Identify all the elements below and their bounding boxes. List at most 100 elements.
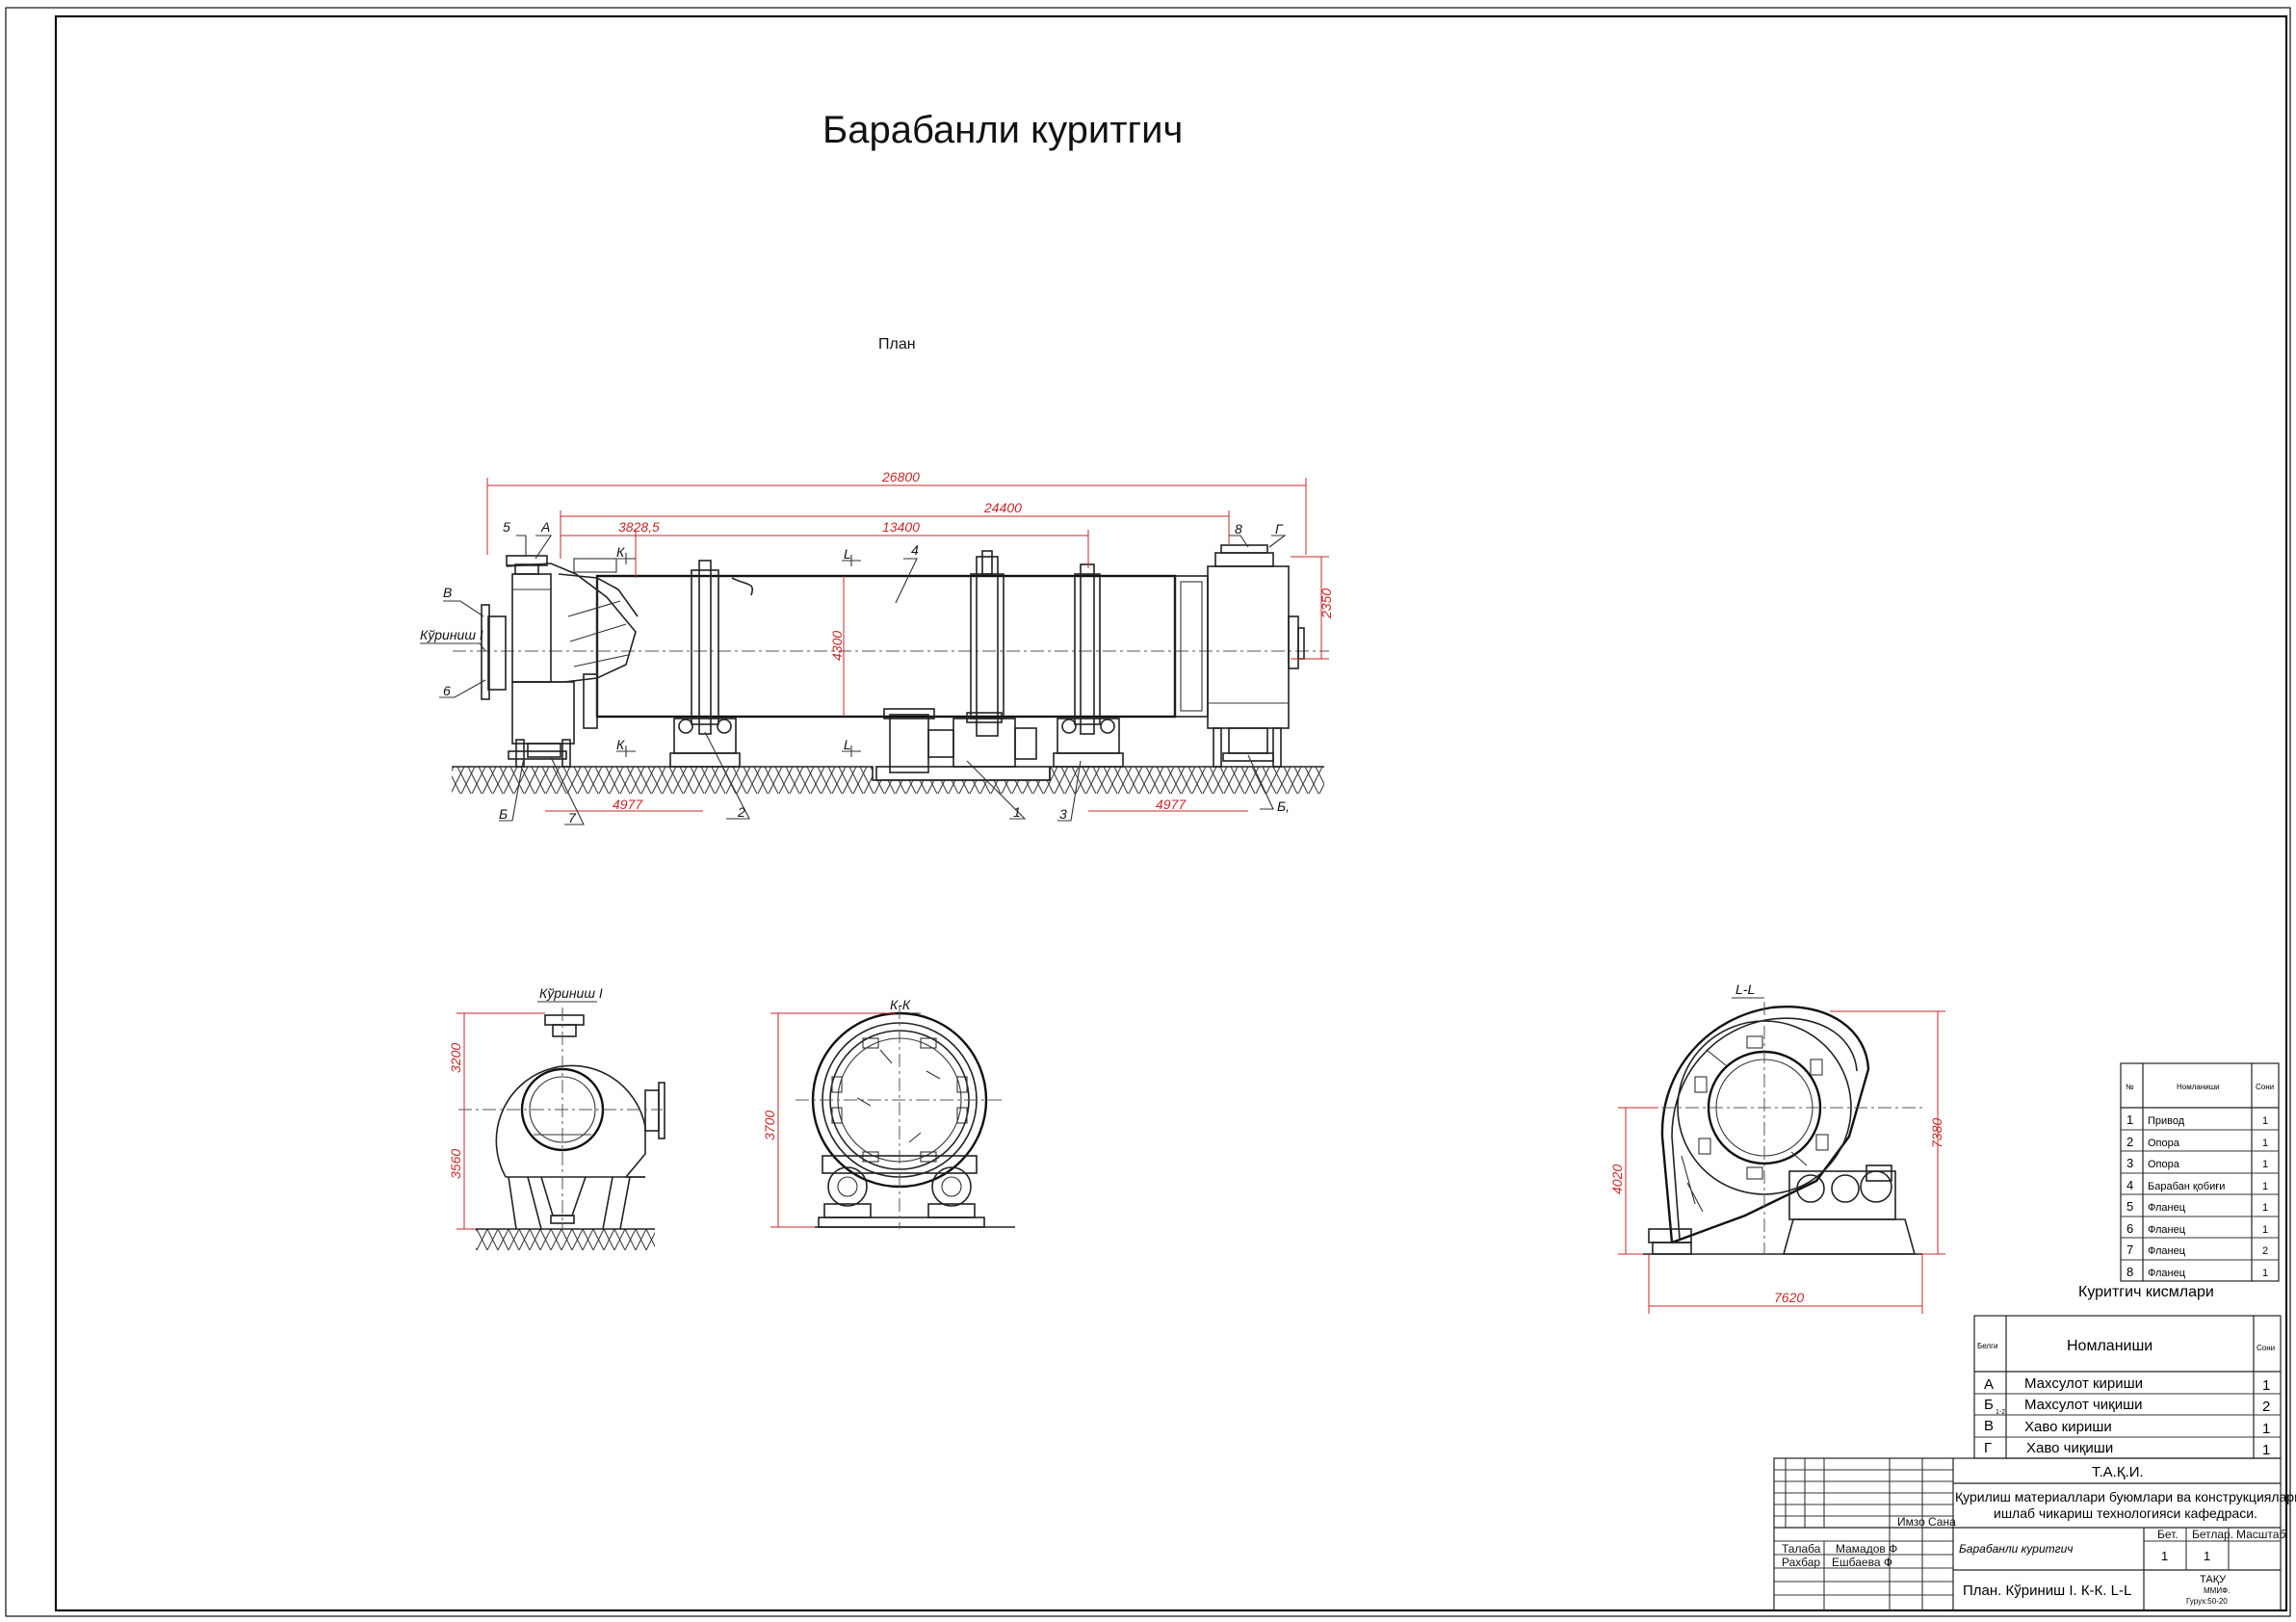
parts-row-4-name: Барабан қобиғи [2148, 1181, 2225, 1192]
section-kk: К-К 3700 [762, 997, 1015, 1229]
elements-header-mark: Белги [1977, 1342, 1998, 1350]
parts-row-1-qty: 1 [2262, 1115, 2268, 1127]
parts-row-4-no: 4 [2126, 1178, 2133, 1192]
support-2 [669, 560, 741, 768]
tb-group: Гурух:50-20 [2186, 1597, 2228, 1606]
callout-1: 1 [1013, 804, 1021, 820]
callout-A: А [540, 519, 550, 535]
parts-row-1-no: 1 [2126, 1112, 2133, 1127]
parts-header-qty: Сони [2256, 1083, 2274, 1091]
ground-hatch-right [1050, 767, 1324, 794]
section-L-top: L [844, 546, 851, 562]
plan-callouts: 5 А 8 Г В Кўриниш I 6 4 К К L L Б [420, 519, 1290, 825]
elements-table: Белги Номланиши Сони А Махсулот кириши 1… [1973, 1315, 2282, 1459]
section-ll: L-L 4020 7380 7620 [1609, 981, 1945, 1314]
parts-row-8-no: 8 [2126, 1265, 2133, 1279]
callout-7: 7 [568, 810, 577, 825]
parts-row-2-no: 2 [2126, 1135, 2133, 1149]
elements-row-A-name: Махсулот кириши [2024, 1375, 2143, 1392]
parts-row-5-qty: 1 [2262, 1202, 2268, 1214]
callout-view: Кўриниш I [420, 627, 483, 642]
callout-B2: Б, [1277, 798, 1290, 814]
parts-row-4-qty: 1 [2262, 1181, 2268, 1192]
dim-mid-span: 13400 [882, 519, 920, 535]
title-block: Т.А.Қ.И. Қурилиш материаллари буюмлари в… [1773, 1457, 2296, 1611]
section-K-bottom: К [616, 737, 625, 752]
elements-row-B-sub: 1-2 [1996, 1409, 2005, 1416]
elements-header-name: Номланиши [2067, 1338, 2152, 1354]
parts-row-6-qty: 1 [2262, 1224, 2268, 1236]
view-1-dim-top: 3200 [448, 1043, 463, 1073]
support-1-drive [875, 550, 1051, 781]
dim-overall: 26800 [881, 469, 920, 484]
callout-2: 2 [737, 804, 745, 820]
parts-row-3-qty: 1 [2262, 1159, 2268, 1170]
dim-bottom-right: 4977 [1156, 797, 1187, 812]
tb-sheet-val: 1 [2161, 1549, 2168, 1563]
elements-row-V-mark: В [1984, 1418, 1994, 1434]
parts-row-7-no: 7 [2126, 1243, 2133, 1257]
parts-row-2-qty: 1 [2262, 1138, 2268, 1149]
section-K-top: К [616, 544, 625, 560]
tb-org: Т.А.Қ.И. [2092, 1464, 2144, 1480]
tb-student-role: Талаба [1782, 1542, 1821, 1556]
tb-dept-1: Қурилиш материаллари буюмлари ва констру… [1955, 1489, 2296, 1504]
elements-row-G-mark: Г [1984, 1440, 1992, 1456]
elements-row-V-qty: 1 [2262, 1421, 2270, 1437]
parts-row-5-name: Фланец [2148, 1202, 2186, 1214]
drum-shell [595, 574, 1177, 719]
dim-left-offset: 3828,5 [618, 519, 660, 535]
dim-inner: 24400 [983, 500, 1022, 515]
parts-header-name: Номланиши [2177, 1083, 2220, 1091]
ll-dim-left: 4020 [1609, 1164, 1625, 1194]
parts-row-7-name: Фланец [2148, 1245, 2186, 1257]
tb-student-name: Мамадов Ф [1836, 1542, 1897, 1556]
dim-bottom-left: 4977 [613, 797, 643, 812]
tb-views-list: План. Кўриниш I. К-К. L-L [1963, 1583, 2131, 1599]
inlet-head [481, 555, 639, 768]
parts-row-3-name: Опора [2148, 1159, 2180, 1170]
parts-row-8-name: Фланец [2148, 1268, 2186, 1279]
callout-B1: Б [499, 806, 508, 822]
elements-row-B-name: Махсулот чиқиши [2024, 1397, 2143, 1413]
parts-row-6-name: Фланец [2148, 1224, 2186, 1236]
kk-title: К-К [890, 997, 911, 1012]
drawing-title: Барабанли куритгич [822, 109, 1183, 151]
outer-border [5, 7, 2291, 1617]
tb-sheets-val: 1 [2204, 1549, 2210, 1563]
callout-8: 8 [1235, 521, 1242, 536]
tb-sheets-label: Бетлар. [2192, 1528, 2233, 1541]
ll-dim-right: 7380 [1929, 1118, 1944, 1148]
tb-school: ТАҚУ [2200, 1574, 2227, 1585]
support-3 [1053, 563, 1124, 768]
plan-heading: План [878, 336, 916, 353]
section-L-bottom: L [844, 737, 851, 752]
elements-row-B-qty: 2 [2262, 1399, 2270, 1415]
plan-view: 26800 24400 3828,5 13400 2350 4300 4977 … [420, 469, 1334, 825]
parts-row-1-name: Привод [2148, 1115, 2185, 1127]
callout-V: В [443, 585, 452, 600]
callout-4: 4 [911, 542, 919, 558]
elements-row-A-qty: 1 [2262, 1377, 2270, 1394]
tb-dept-2: ишлаб чикариш технологияси кафедраси. [1994, 1505, 2257, 1521]
kk-dim: 3700 [762, 1111, 777, 1140]
inner-frame [54, 14, 2288, 1612]
dim-height: 2350 [1318, 589, 1334, 619]
parts-header-no: № [2126, 1083, 2134, 1091]
parts-table: № Номланиши Сони 1 Привод 1 2 Опора 1 3 … [2120, 1062, 2280, 1282]
tb-scale-label: Масштаб [2236, 1528, 2285, 1541]
parts-row-6-no: 6 [2126, 1221, 2133, 1236]
tb-sheet-label: Бет. [2157, 1528, 2179, 1541]
view-1-title: Кўриниш I [539, 985, 603, 1001]
ll-dim-bottom: 7620 [1774, 1290, 1804, 1305]
view-1: Кўриниш I 3200 3560 [448, 985, 665, 1250]
elements-caption: Куритгич кисмлари [2078, 1284, 2214, 1300]
parts-row-5-no: 5 [2126, 1199, 2133, 1214]
elements-row-G-name: Хаво чиқиши [2026, 1440, 2113, 1456]
ground-hatch-mid [873, 780, 1050, 794]
tb-lead-role: Рахбар [1782, 1556, 1820, 1569]
parts-row-8-qty: 1 [2262, 1268, 2268, 1279]
elements-row-G-qty: 1 [2262, 1442, 2270, 1458]
elements-row-A-mark: А [1984, 1376, 1994, 1393]
view-1-ground [476, 1229, 655, 1250]
